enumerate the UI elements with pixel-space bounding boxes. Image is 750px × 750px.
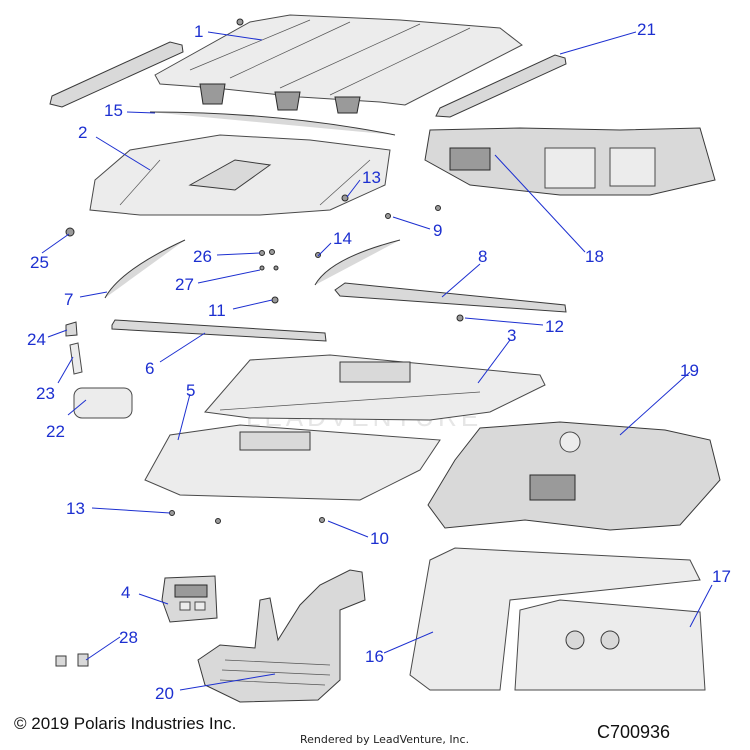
callout-14: 14: [333, 229, 352, 248]
part-mirror-arm: [69, 342, 83, 375]
part-left-roof-rail: [49, 41, 184, 108]
part-right-pillar-trim: [314, 239, 401, 286]
callout-25: 25: [30, 253, 49, 272]
part-front-seal-bar: [111, 319, 327, 342]
callout-2: 2: [78, 123, 87, 142]
callout-9: 9: [433, 221, 442, 240]
part-dash-panel: [424, 127, 716, 196]
part-instrument-panel: [161, 575, 218, 623]
part-right-roof-rail: [435, 54, 567, 118]
callout-13-lower: 13: [66, 499, 85, 518]
part-side-panel: [409, 547, 701, 691]
copyright-text: © 2019 Polaris Industries Inc.: [14, 714, 237, 733]
callout-22: 22: [46, 422, 65, 441]
callout-24: 24: [27, 330, 46, 349]
part-mirror-bracket: [65, 321, 78, 337]
part-rear-view-mirror: [73, 387, 133, 419]
callout-1: 1: [194, 22, 203, 41]
callout-3: 3: [507, 326, 516, 345]
callout-12: 12: [545, 317, 564, 336]
part-clip-right: [77, 653, 89, 667]
callout-13-upper: 13: [362, 168, 381, 187]
callout-17: 17: [712, 567, 731, 586]
callout-15: 15: [104, 101, 123, 120]
callout-10: 10: [370, 529, 389, 548]
rendered-by-credit: Rendered by LeadVenture, Inc.: [300, 733, 470, 746]
callout-23: 23: [36, 384, 55, 403]
part-rear-panel: [514, 599, 706, 691]
part-headliner: [89, 134, 391, 216]
part-roof-liner: [204, 354, 546, 421]
fasteners: [65, 18, 464, 524]
callout-16: 16: [365, 647, 384, 666]
callout-21: 21: [637, 20, 656, 39]
part-cross-bar: [334, 282, 567, 313]
callout-26: 26: [193, 247, 212, 266]
part-lower-liner: [144, 424, 441, 501]
callout-4: 4: [121, 583, 130, 602]
callout-6: 6: [145, 359, 154, 378]
part-clip-left: [55, 655, 67, 667]
callout-20: 20: [155, 684, 174, 703]
callout-28: 28: [119, 628, 138, 647]
callout-19: 19: [680, 361, 699, 380]
part-floor-pan: [197, 569, 366, 703]
callout-labels: 1 2 3 4 5 6 7 8 9 10 11 12 13 13 14 15 1…: [27, 20, 731, 703]
callout-5: 5: [186, 381, 195, 400]
callout-8: 8: [478, 247, 487, 266]
callout-27: 27: [175, 275, 194, 294]
part-firewall: [427, 421, 721, 531]
part-roof-seal: [149, 111, 396, 136]
leader-lines: [41, 31, 713, 691]
callout-11: 11: [208, 301, 226, 320]
callout-7: 7: [64, 290, 73, 309]
part-left-pillar-trim: [104, 239, 186, 299]
callout-18: 18: [585, 247, 604, 266]
diagram-part-number: C700936: [597, 722, 671, 742]
